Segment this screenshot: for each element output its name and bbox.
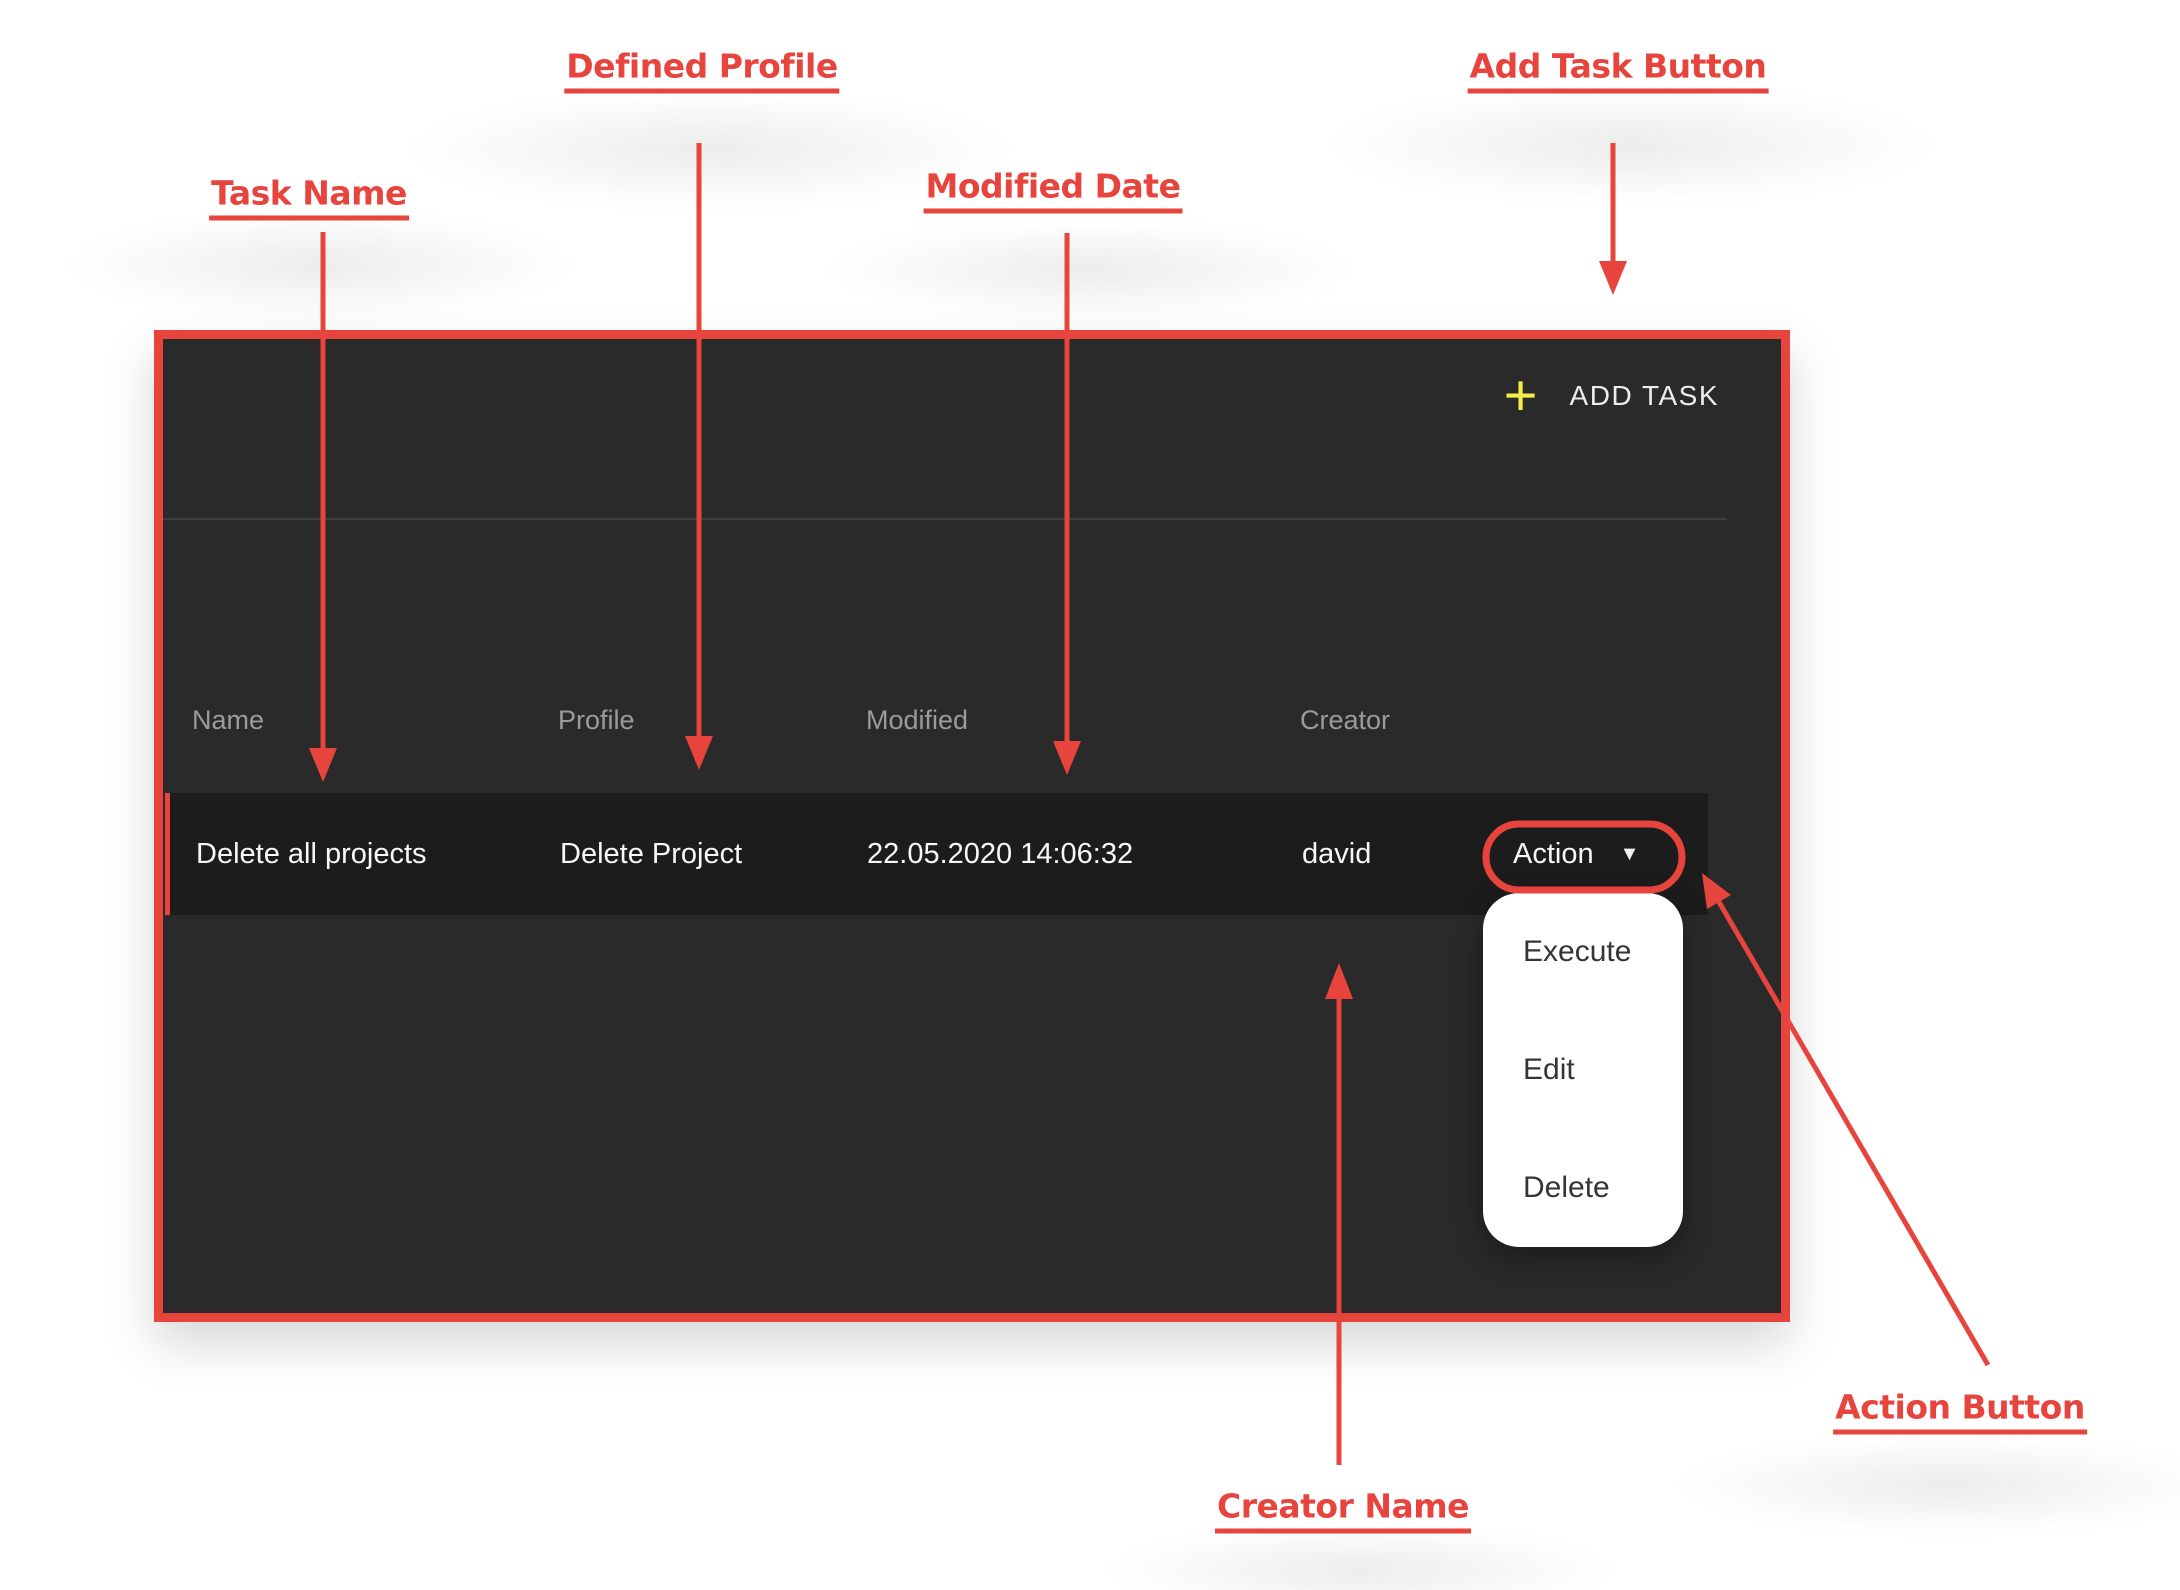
annotation-defined-profile: Defined Profile <box>564 47 840 94</box>
table-row[interactable]: Delete all projects Delete Project 22.05… <box>165 793 1708 915</box>
annotation-add-task-button: Add Task Button <box>1467 47 1769 94</box>
annotation-modified-date: Modified Date <box>923 167 1183 214</box>
annotation-task-name: Task Name <box>209 174 409 221</box>
shadow-blob <box>1320 85 1940 205</box>
table-header-row: Name Profile Modified Creator <box>163 705 1781 739</box>
toolbar-divider <box>163 518 1727 520</box>
annotation-creator-name: Creator Name <box>1214 1487 1472 1534</box>
task-modified-cell: 22.05.2020 14:06:32 <box>867 837 1134 870</box>
add-task-arrow <box>1599 143 1627 295</box>
annotation-action-button: Action Button <box>1833 1388 2087 1435</box>
menu-item-edit[interactable]: Edit <box>1523 1053 1575 1086</box>
task-profile-cell: Delete Project <box>560 837 743 870</box>
chevron-down-icon: ▼ <box>1619 842 1640 865</box>
add-task-button[interactable]: + ADD TASK <box>1504 361 1719 431</box>
shadow-blob <box>1100 1525 1620 1590</box>
action-dropdown-menu: Execute Edit Delete <box>1483 893 1683 1247</box>
column-header-modified: Modified <box>866 705 969 735</box>
column-header-name: Name <box>192 705 265 735</box>
action-button-label: Action <box>1513 837 1594 870</box>
plus-icon: + <box>1503 363 1538 428</box>
menu-item-delete[interactable]: Delete <box>1523 1171 1610 1204</box>
task-name-cell: Delete all projects <box>196 837 427 870</box>
add-task-label: ADD TASK <box>1569 380 1719 411</box>
task-creator-cell: david <box>1302 837 1372 870</box>
column-header-creator: Creator <box>1300 705 1391 735</box>
shadow-blob <box>820 220 1360 320</box>
shadow-blob <box>60 210 580 320</box>
shadow-blob <box>1670 1435 2180 1535</box>
menu-item-execute[interactable]: Execute <box>1523 935 1632 968</box>
column-header-profile: Profile <box>558 705 635 735</box>
